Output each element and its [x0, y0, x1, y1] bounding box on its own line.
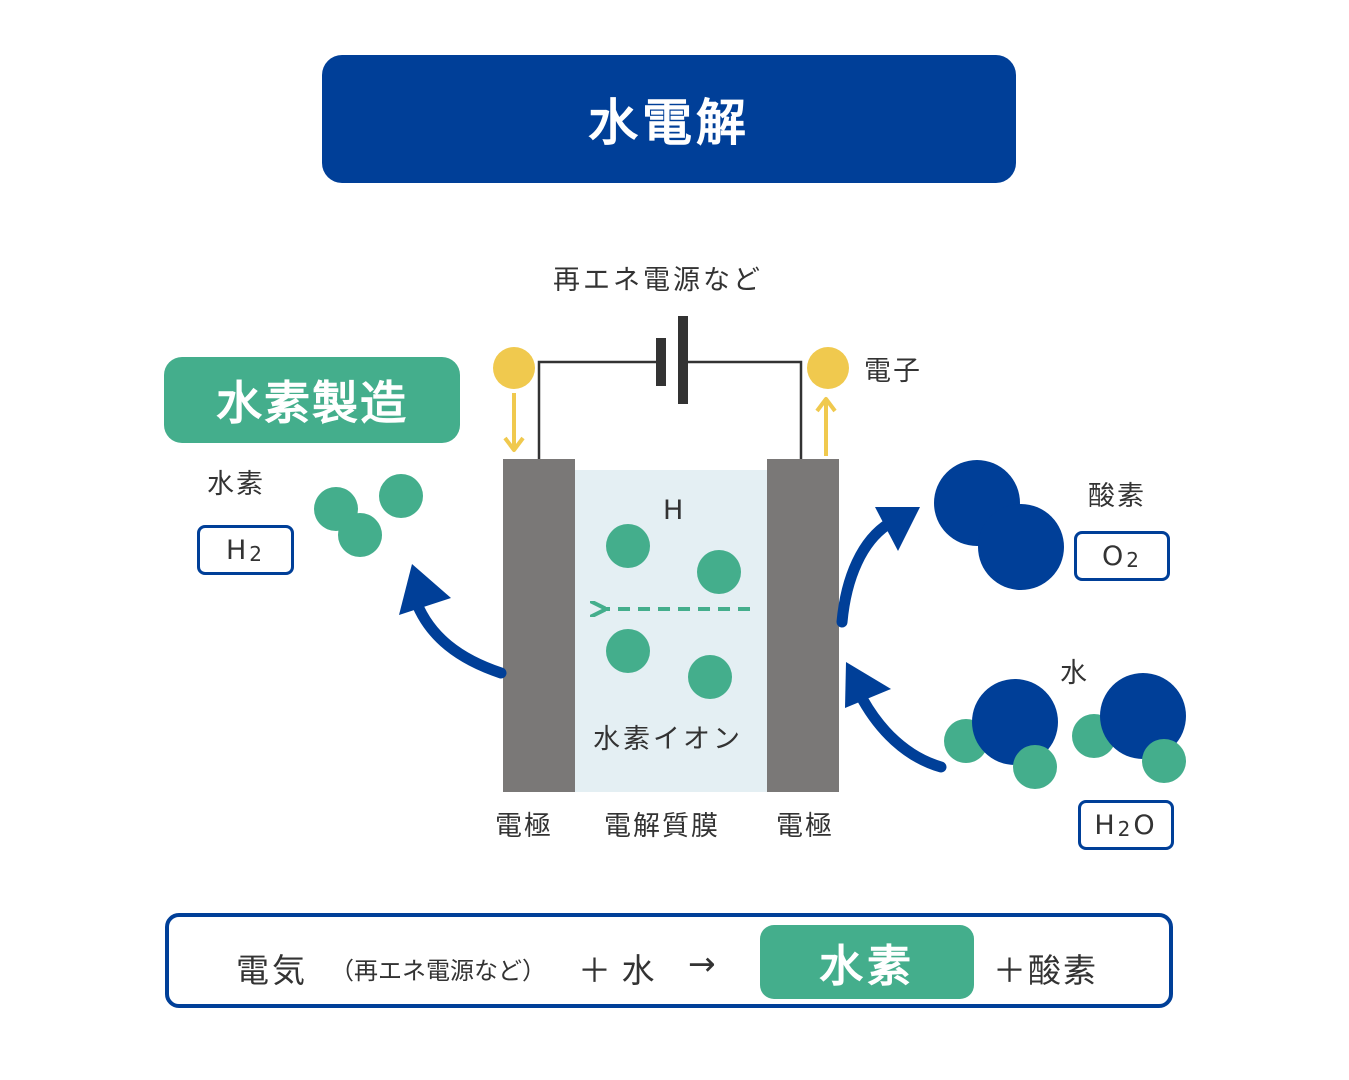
hydrogen-ion-label: 水素イオン: [593, 724, 743, 755]
hydrogen-molecule: [314, 474, 423, 557]
electron-right: [807, 347, 849, 389]
h-ion-symbol: H: [663, 495, 684, 526]
equation-source-note: （再エネ電源など）: [330, 957, 546, 985]
hydrogen-output-arrow: [399, 564, 507, 679]
hydrogen-label: 水素: [207, 469, 265, 500]
equation-product: 水素: [819, 941, 915, 992]
water-label: 水: [1060, 658, 1087, 689]
electrode-right-label: 電極: [776, 811, 834, 842]
badge-label: 水素製造: [216, 376, 408, 430]
equation-box: [165, 913, 1173, 1008]
title-banner: 水電解: [322, 55, 1016, 183]
water-molecule: [1072, 673, 1186, 783]
membrane-label: 電解質膜: [604, 811, 720, 842]
page-title: 水電解: [588, 94, 750, 152]
hydrogen-production-badge: 水素製造: [164, 357, 460, 443]
electron-arrow-up-icon: [815, 397, 837, 456]
battery-icon: [656, 316, 688, 404]
water-molecule: [944, 679, 1058, 789]
equation-product-highlight: 水素: [760, 925, 974, 999]
electrode-left-label: 電極: [495, 811, 553, 842]
electron-left: [493, 347, 535, 389]
hydrogen-ion: [688, 655, 732, 699]
electron-arrow-down-icon: [503, 393, 525, 452]
electrolyte-membrane: [574, 470, 768, 792]
equation-electricity: 電気: [236, 951, 308, 990]
oxygen-molecule: [934, 460, 1064, 590]
hydrogen-ion: [606, 629, 650, 673]
equation-arrow: →: [688, 944, 716, 983]
circuit-wire: [537, 360, 803, 459]
electrode-right: [767, 459, 839, 792]
equation-plus-oxygen: ＋酸素: [993, 951, 1098, 990]
oxygen-output-arrow: [836, 507, 920, 628]
power-source-label: 再エネ電源など: [553, 265, 763, 296]
oxygen-label: 酸素: [1088, 481, 1146, 512]
hydrogen-ion: [697, 550, 741, 594]
hydrogen-ion: [606, 524, 650, 568]
equation-plus-water: ＋ 水: [578, 951, 655, 990]
electron-label: 電子: [864, 356, 922, 387]
electrode-left: [503, 459, 575, 792]
water-input-arrow: [845, 662, 947, 773]
